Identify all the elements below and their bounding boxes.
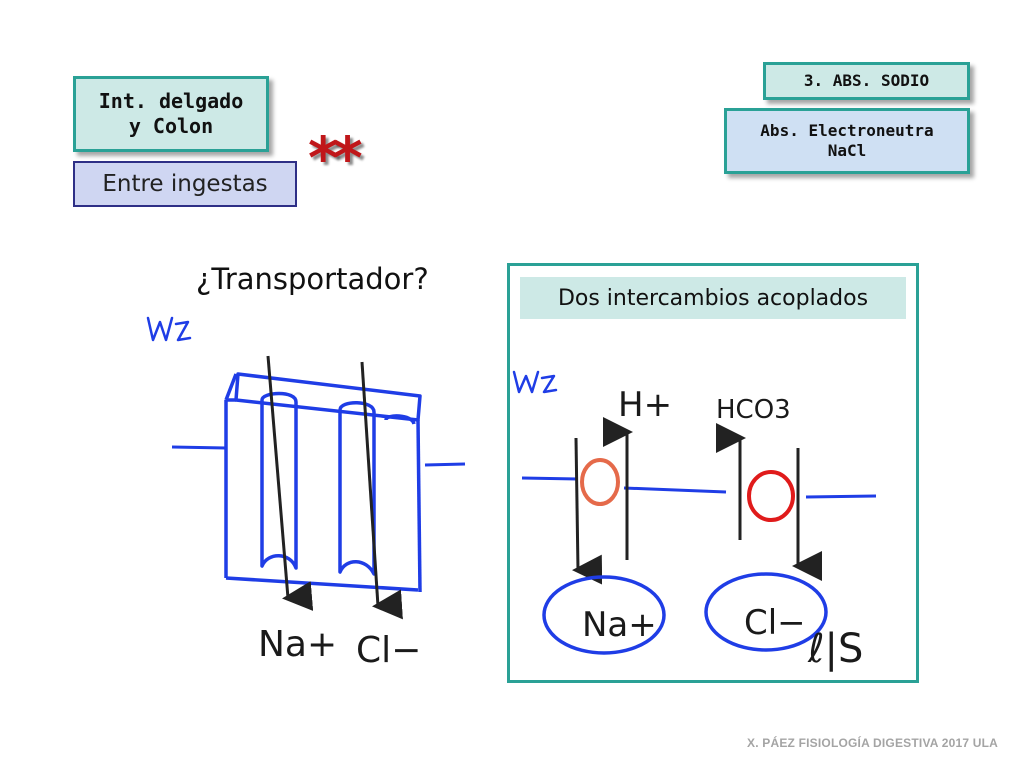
bicarbonate-label: HCO3 [716,395,791,425]
importance-stars: ** [308,124,363,192]
right-ion-arrows [572,417,822,585]
left-ion-arrows [266,355,403,620]
right-na-label: Na+ [582,605,657,645]
section-label-line1: Int. delgado [98,89,244,113]
topic-label: 3. ABS. SODIO [803,71,930,90]
condition-label-box: Entre ingestas [73,161,297,207]
handwritten-note: ℓ|S [807,626,863,672]
exchanger-circles [580,458,795,522]
mechanism-label-box: Abs. Electroneutra NaCl [724,108,970,174]
slide-title: ¿Transportador? [196,262,429,296]
topic-label-box: 3. ABS. SODIO [763,62,970,100]
panel-title: Dos intercambios acoplados [520,277,906,319]
left-na-label: Na+ [258,624,337,665]
mechanism-label-line1: Abs. Electroneutra [760,121,934,140]
slide-footer: X. PÁEZ FISIOLOGÍA DIGESTIVA 2017 ULA [747,736,998,750]
right-luz-label [512,370,558,394]
transporter-protein-drawing [224,372,422,593]
mechanism-label-line2: NaCl [827,141,867,160]
right-cl-label: Cl− [744,603,806,643]
condition-label: Entre ingestas [102,171,268,197]
panel-title-text: Dos intercambios acoplados [557,285,869,311]
section-label-line2: y Colon [128,114,214,138]
left-cl-label: Cl− [356,630,421,671]
right-membrane-line [521,476,877,499]
section-label-box: Int. delgado y Colon [73,76,269,152]
proton-label: H+ [618,385,672,425]
ion-highlight-circles [542,572,828,655]
left-membrane-line [171,445,466,467]
left-luz-label [146,316,192,342]
